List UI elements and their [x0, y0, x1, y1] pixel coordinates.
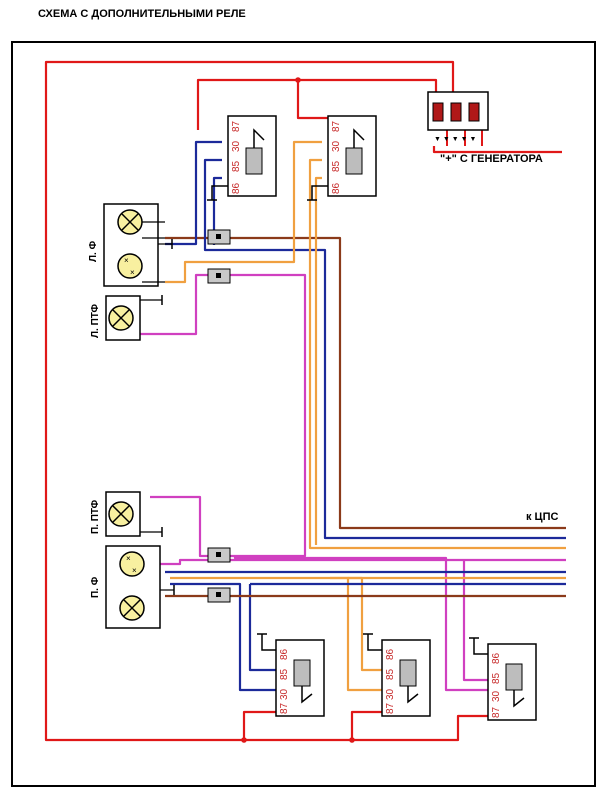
svg-text:87: 87: [231, 120, 242, 132]
diagram-frame: [11, 41, 596, 787]
svg-text:30: 30: [331, 140, 342, 152]
svg-text:86: 86: [279, 648, 290, 660]
svg-text:87: 87: [331, 120, 342, 132]
svg-text:30: 30: [491, 690, 502, 702]
svg-text:85: 85: [279, 668, 290, 680]
svg-text:85: 85: [385, 668, 396, 680]
svg-text:▼ ▼ ▼ ▼ ▼: ▼ ▼ ▼ ▼ ▼: [434, 136, 476, 143]
relay-bottom-left: 86 85 30 87: [257, 633, 325, 717]
cps-label: к ЦПС: [526, 511, 559, 523]
power-wires: [44, 60, 562, 743]
svg-text:×: ×: [124, 256, 129, 265]
svg-text:86: 86: [231, 182, 242, 194]
fuse-block: ▼ ▼ ▼ ▼ ▼: [427, 91, 489, 143]
svg-text:×: ×: [126, 554, 131, 563]
relay-bottom-right: 86 85 30 87: [469, 637, 537, 721]
svg-text:87: 87: [279, 702, 290, 714]
svg-text:85: 85: [491, 672, 502, 684]
svg-text:30: 30: [231, 140, 242, 152]
right-headlight: × ×: [105, 545, 175, 629]
left-headlight-label: Л. Ф: [88, 240, 99, 262]
svg-text:85: 85: [331, 160, 342, 172]
diagram-title: СХЕМА С ДОПОЛНИТЕЛЬНЫМИ РЕЛЕ: [38, 8, 246, 20]
connectors: [207, 229, 231, 603]
svg-text:×: ×: [130, 268, 135, 277]
right-fog-lamp: [105, 491, 163, 537]
right-headlight-label: П. Ф: [90, 576, 101, 598]
svg-text:86: 86: [331, 182, 342, 194]
relay-top-left: 86 85 30 87: [207, 115, 277, 201]
left-headlight: × ×: [103, 203, 173, 287]
relay-top-right: 86 85 30 87: [307, 115, 377, 201]
svg-text:87: 87: [385, 702, 396, 714]
left-fog-lamp: [105, 295, 163, 341]
signal-wires: [140, 140, 566, 692]
svg-text:30: 30: [279, 688, 290, 700]
svg-text:86: 86: [385, 648, 396, 660]
generator-label: "+" С ГЕНЕРАТОРА: [440, 153, 543, 165]
right-fog-label: П. ПТФ: [90, 499, 101, 534]
svg-text:85: 85: [231, 160, 242, 172]
left-fog-label: Л. ПТФ: [90, 304, 101, 338]
svg-text:87: 87: [491, 706, 502, 718]
relay-bottom-middle: 86 85 30 87: [363, 633, 431, 717]
svg-text:86: 86: [491, 652, 502, 664]
svg-text:30: 30: [385, 688, 396, 700]
svg-text:×: ×: [132, 566, 137, 575]
